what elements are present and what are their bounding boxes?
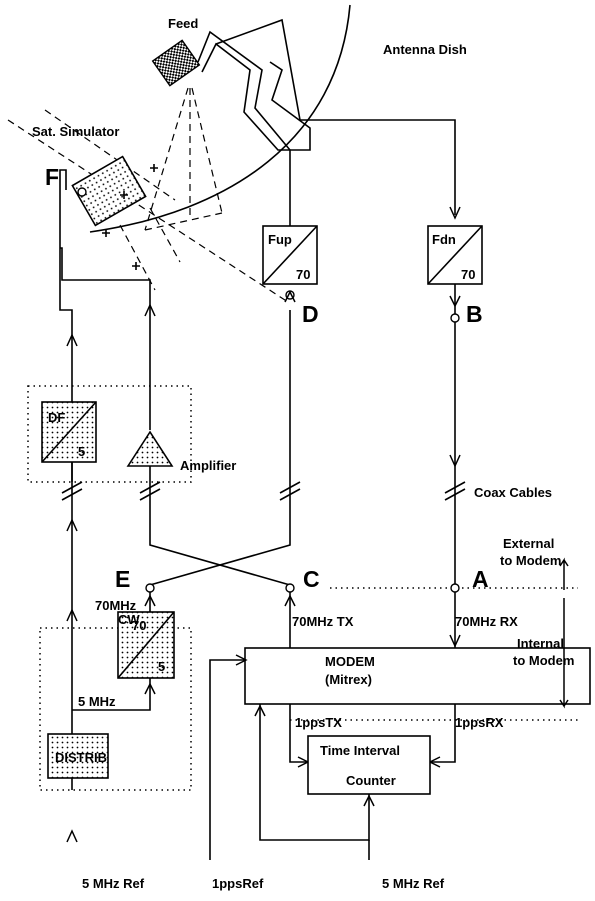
coax-break-marks — [61, 481, 466, 501]
ref-5mhz-left-label: 5 MHz Ref — [82, 876, 145, 891]
svg-text:Fup: Fup — [268, 232, 292, 247]
fup-box: Fup 70 — [262, 225, 318, 285]
svg-text:Time Interval: Time Interval — [320, 743, 400, 758]
dashed-boundary-line-2 — [44, 109, 176, 201]
external-label-2: to Modem — [500, 553, 561, 568]
df-box: DF 5 — [41, 401, 97, 463]
rx-label: 70MHz RX — [455, 614, 518, 629]
lower-enclosure — [39, 627, 192, 791]
modem-box: MODEM (Mitrex) — [244, 647, 591, 705]
svg-text:MODEM: MODEM — [325, 654, 375, 669]
distrib-box: DISTRIB — [47, 733, 109, 779]
svg-text:DF: DF — [48, 410, 65, 425]
sat-simulator-label: Sat. Simulator — [32, 124, 119, 139]
feed-waveguide — [197, 30, 291, 210]
sat-simulator-box — [71, 155, 147, 227]
antenna-dish-curve — [89, 4, 351, 233]
svg-text:(Mitrex): (Mitrex) — [325, 672, 372, 687]
amplifier-icon — [126, 430, 174, 467]
internal-label: Internal — [517, 636, 564, 651]
point-e: E — [115, 566, 130, 592]
time-interval-counter-box: Time Interval Counter — [307, 735, 431, 795]
svg-text:Counter: Counter — [346, 773, 396, 788]
dashed-boundary-line — [7, 119, 289, 303]
ref-5mhz-right-label: 5 MHz Ref — [382, 876, 445, 891]
cross-line-1 — [149, 465, 291, 586]
tx-label: 70MHz TX — [292, 614, 354, 629]
cw-label: 70MHz — [95, 598, 137, 613]
internal-label-2: to Modem — [513, 653, 574, 668]
svg-text:70: 70 — [132, 618, 146, 633]
svg-text:Fdn: Fdn — [432, 232, 456, 247]
svg-text:5: 5 — [78, 444, 85, 459]
internal-arrow — [559, 598, 569, 709]
feed-beam — [144, 87, 223, 231]
amplifier-label: Amplifier — [180, 458, 236, 473]
svg-text:70: 70 — [296, 267, 310, 282]
sat-feed-line — [59, 169, 73, 790]
sat-simulator-port — [77, 187, 87, 197]
feed-horn-icon — [151, 39, 201, 87]
antenna-dish-label: Antenna Dish — [383, 42, 467, 57]
point-a: A — [472, 566, 489, 592]
cw-label-2: CW — [118, 612, 140, 627]
mhz5-label: 5 MHz — [78, 694, 116, 709]
fdn-box: Fdn 70 — [427, 225, 483, 285]
external-arrow — [559, 557, 569, 590]
pps-tx-label: 1ppsTX — [295, 715, 342, 730]
point-f: F — [45, 164, 59, 190]
point-d: D — [302, 301, 319, 327]
pps-rx-label: 1ppsRX — [455, 715, 504, 730]
sat-simulator-antenna-lines — [119, 207, 181, 291]
external-label: External — [503, 536, 554, 551]
cw-box: 70 5 — [117, 611, 175, 679]
svg-text:DISTRIB: DISTRIB — [55, 750, 107, 765]
point-c: C — [303, 566, 320, 592]
feed-waveguide-2 — [201, 42, 311, 151]
svg-text:5: 5 — [158, 659, 165, 674]
coax-cables-label: Coax Cables — [474, 485, 552, 500]
feed-waveguide-3 — [215, 18, 456, 215]
amplifier-path — [60, 247, 151, 430]
cross-line-2 — [149, 310, 291, 586]
feed-label: Feed — [168, 16, 198, 31]
sat-simulator-ticks — [102, 164, 158, 270]
ref-pps-label: 1ppsRef — [212, 876, 264, 891]
point-b: B — [466, 301, 483, 327]
svg-text:70: 70 — [461, 267, 475, 282]
